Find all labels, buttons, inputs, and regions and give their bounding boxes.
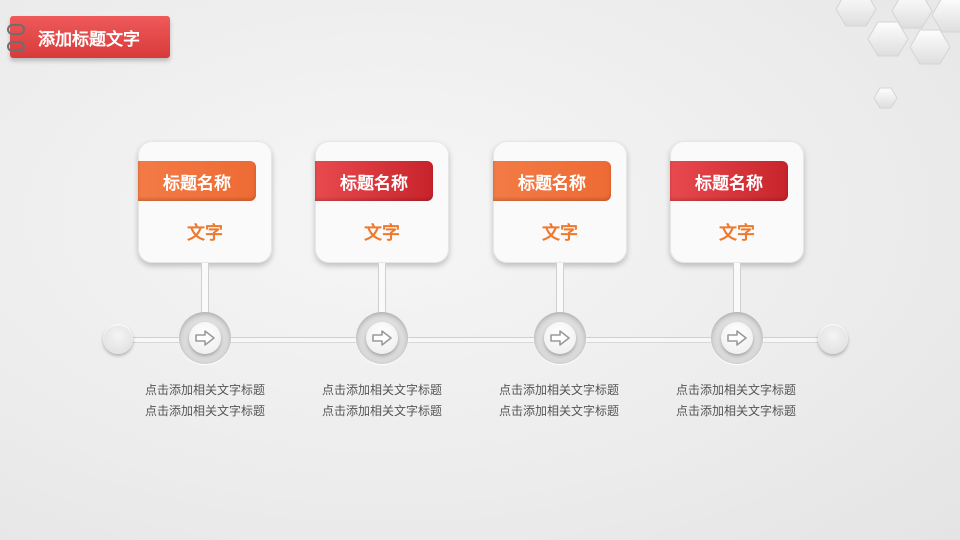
step-description-line: 点击添加相关文字标题 (498, 404, 619, 418)
slide-title-tab: 添加标题文字 (10, 16, 170, 58)
step-description-line: 点击添加相关文字标题 (144, 383, 265, 397)
step-value: 文字 (542, 223, 578, 244)
step-node-3[interactable] (534, 312, 586, 364)
slide-title: 添加标题文字 (38, 29, 140, 50)
step-connector (378, 263, 386, 317)
step-description-line: 点击添加相关文字标题 (321, 383, 442, 397)
binder-ring-icon (7, 41, 25, 52)
timeline-line (118, 337, 834, 343)
step-description-line: 点击添加相关文字标题 (144, 404, 265, 418)
timeline-end-dot (818, 324, 848, 354)
step-description-line: 点击添加相关文字标题 (321, 404, 442, 418)
step-node-2[interactable] (356, 312, 408, 364)
step-node-4[interactable] (711, 312, 763, 364)
step-description: 点击添加相关文字标题 点击添加相关文字标题 (651, 380, 821, 422)
step-description-line: 点击添加相关文字标题 (675, 383, 796, 397)
step-description: 点击添加相关文字标题 点击添加相关文字标题 (474, 380, 644, 422)
step-title: 标题名称 (315, 161, 433, 201)
step-card-2[interactable]: 标题名称 文字 (315, 141, 449, 263)
arrow-right-icon (721, 322, 753, 354)
step-card-3[interactable]: 标题名称 文字 (493, 141, 627, 263)
step-connector (733, 263, 741, 317)
step-description-line: 点击添加相关文字标题 (675, 404, 796, 418)
step-description: 点击添加相关文字标题 点击添加相关文字标题 (120, 380, 290, 422)
step-title: 标题名称 (493, 161, 611, 201)
step-title: 标题名称 (670, 161, 788, 201)
step-value: 文字 (719, 223, 755, 244)
arrow-right-icon (189, 322, 221, 354)
step-node-1[interactable] (179, 312, 231, 364)
binder-ring-icon (7, 24, 25, 35)
arrow-right-icon (366, 322, 398, 354)
step-description: 点击添加相关文字标题 点击添加相关文字标题 (297, 380, 467, 422)
step-title: 标题名称 (138, 161, 256, 201)
step-value: 文字 (187, 223, 223, 244)
step-card-1[interactable]: 标题名称 文字 (138, 141, 272, 263)
arrow-right-icon (544, 322, 576, 354)
hexagon-pattern-decoration (835, 0, 960, 109)
step-description-line: 点击添加相关文字标题 (498, 383, 619, 397)
step-value: 文字 (364, 223, 400, 244)
step-connector (201, 263, 209, 317)
timeline-start-dot (103, 324, 133, 354)
step-card-4[interactable]: 标题名称 文字 (670, 141, 804, 263)
step-connector (556, 263, 564, 317)
